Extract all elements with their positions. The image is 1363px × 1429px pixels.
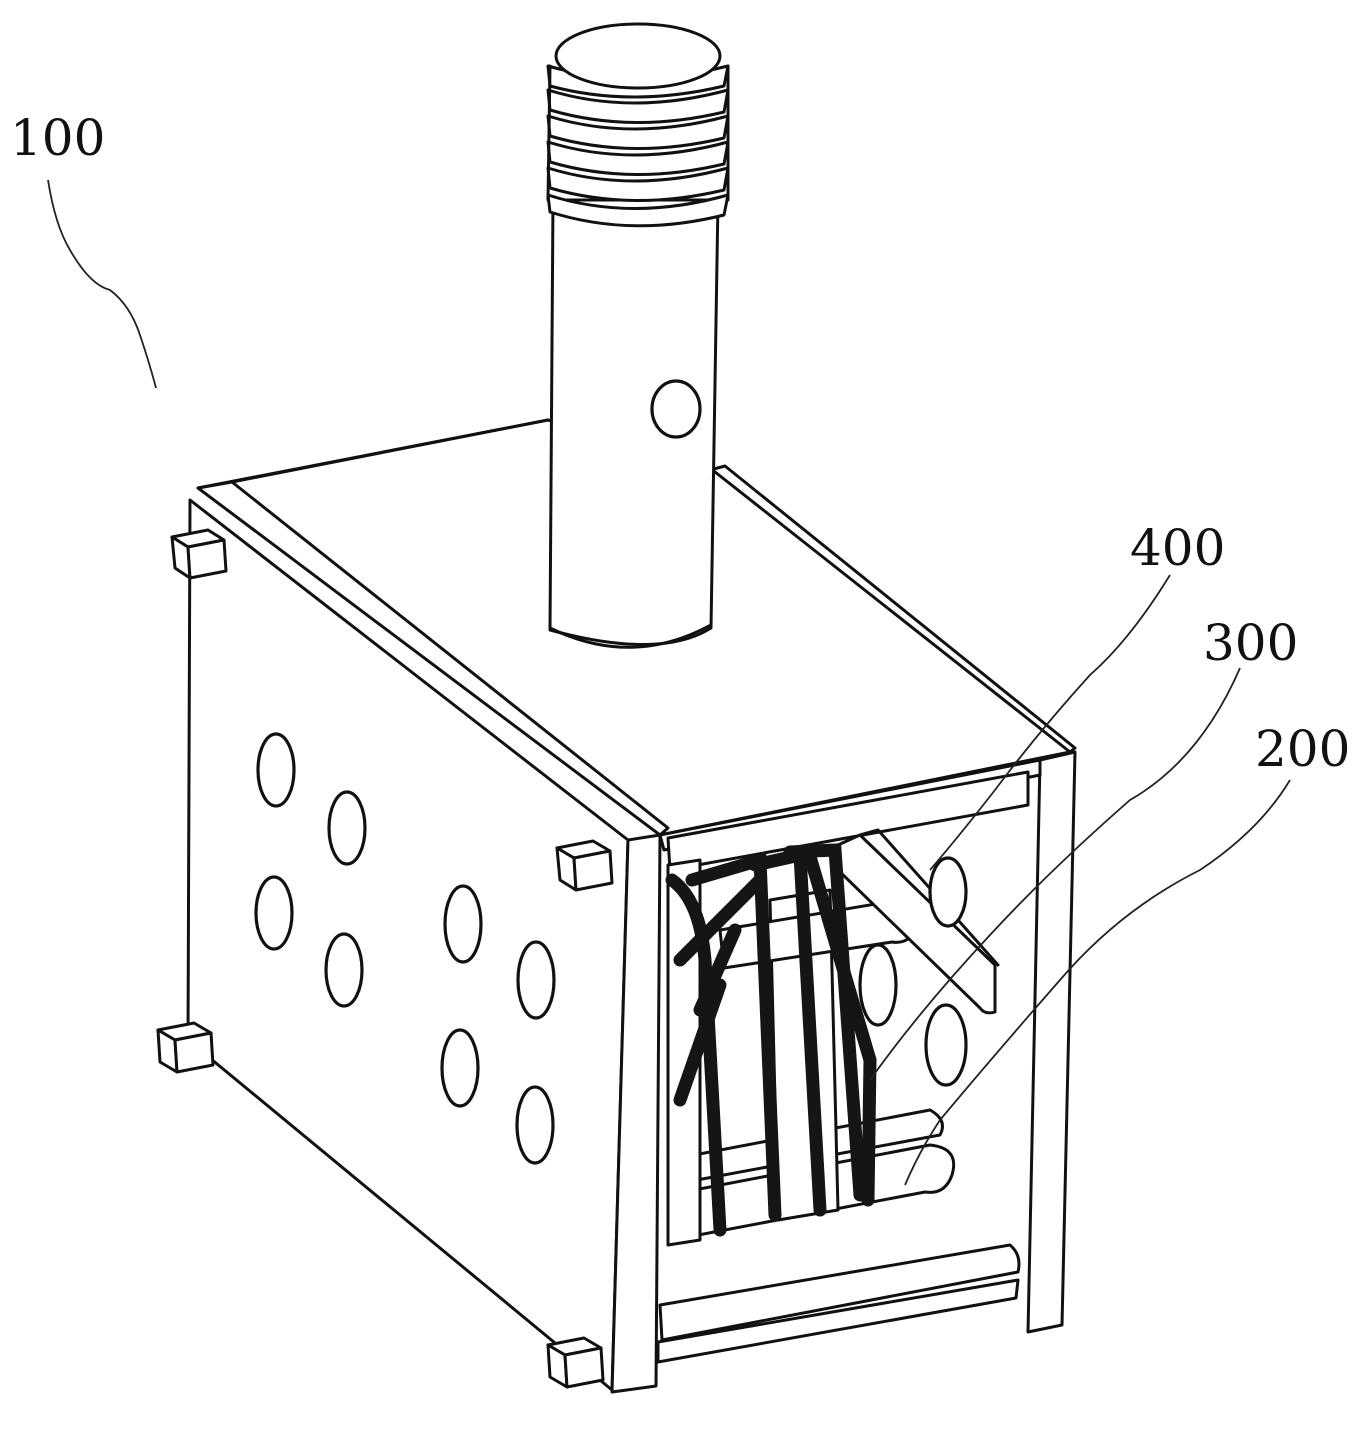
corner-block (170, 528, 228, 580)
corner-block (546, 1336, 605, 1389)
vent-hole (443, 884, 483, 964)
leader-200 (904, 779, 1291, 1186)
label-400: 400 (1130, 519, 1225, 577)
coil-assembly (665, 828, 1000, 1247)
box-top-edge-strip (196, 480, 670, 837)
leader-100 (47, 179, 157, 389)
corner-block (156, 1021, 215, 1074)
label-100: 100 (10, 109, 105, 167)
frame-bottom-rail (658, 1243, 1021, 1342)
vent-hole (324, 932, 364, 1008)
vent-hole (516, 940, 556, 1020)
vent-hole (327, 790, 367, 866)
frame-left-post (610, 833, 662, 1394)
vent-hole (256, 732, 296, 808)
leader-300 (869, 667, 1241, 1081)
corner-block (555, 839, 614, 892)
frame-right-post (1026, 750, 1077, 1334)
label-300: 300 (1203, 614, 1298, 672)
vent-hole (440, 1028, 480, 1108)
box-top-right-edge (708, 464, 1077, 754)
frame-inner-top-rail (666, 770, 1030, 872)
diagonal-bar (836, 833, 997, 1015)
front-frame (610, 750, 1077, 1394)
corner-blocks (156, 528, 614, 1389)
label-200: 200 (1255, 720, 1350, 778)
vent-hole (254, 875, 294, 951)
frame-bottom-rail-lower (656, 1278, 1020, 1364)
shaft-top-cap (554, 22, 722, 90)
leader-400 (929, 574, 1171, 871)
leader-lines (47, 179, 1291, 1186)
vent-holes (254, 732, 556, 1165)
reference-labels: 100 400 300 200 (10, 109, 1350, 778)
threaded-shaft (546, 22, 730, 649)
shaft-side-hole (650, 379, 702, 439)
vent-hole (515, 1085, 555, 1165)
